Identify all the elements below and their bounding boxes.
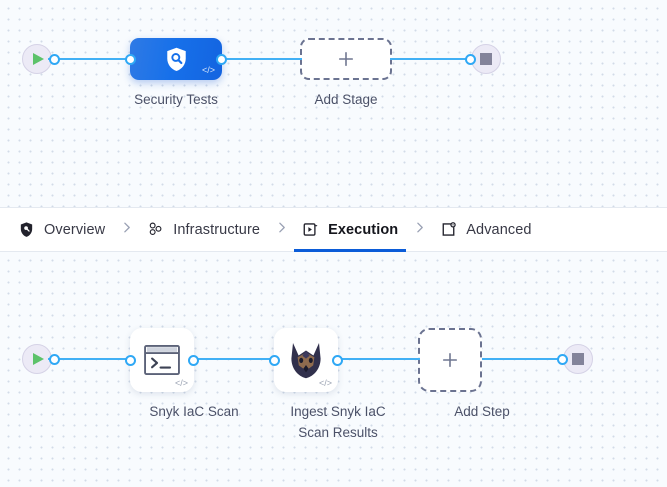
step1-output-port[interactable]	[188, 354, 199, 366]
step-label: Snyk IaC Scan	[149, 404, 239, 419]
tab-separator-3	[402, 221, 436, 239]
step-node-snyk-iac-scan[interactable]: </> Snyk IaC Scan	[125, 328, 239, 419]
step-card[interactable]: </>	[274, 328, 338, 392]
add-stage-label: Add Stage	[314, 92, 378, 107]
chevron-right-icon	[278, 222, 285, 232]
tab-advanced-label: Advanced	[466, 221, 532, 238]
steps-start-output-port[interactable]	[49, 353, 60, 365]
nodes-cluster-icon	[149, 222, 162, 236]
edge-addstep-to-end	[482, 358, 564, 361]
edge-start-to-step1	[48, 358, 132, 361]
step1-input-port[interactable]	[125, 354, 136, 366]
add-stage-node[interactable]: Add Stage	[300, 38, 392, 107]
edge-step1-to-step2	[194, 358, 278, 361]
pipeline-end-node[interactable]	[465, 44, 501, 74]
pipeline-tabs: Overview Infrastructure	[0, 207, 667, 252]
step-canvas[interactable]: </> Snyk IaC Scan </> Ingest Sn	[0, 252, 667, 487]
start-output-port[interactable]	[49, 53, 60, 65]
tab-execution-label: Execution	[328, 221, 399, 238]
start-circle	[22, 44, 52, 74]
step-label: Ingest Snyk IaC Scan Results	[290, 404, 386, 440]
play-icon	[33, 353, 44, 365]
end-input-port[interactable]	[465, 53, 476, 65]
stage-node-security-tests[interactable]: </> Security Tests	[125, 38, 227, 107]
add-step-label: Add Step	[454, 404, 510, 419]
gear-box-icon	[442, 222, 456, 236]
steps-start-node[interactable]	[22, 344, 60, 374]
edge-stage-to-addstage	[222, 58, 302, 61]
add-step-node[interactable]: Add Step	[418, 328, 510, 419]
pipeline-start-node[interactable]	[22, 44, 60, 74]
stage-card[interactable]: </>	[130, 38, 222, 80]
step-node-ingest-snyk-results[interactable]: </> Ingest Snyk IaC Scan Results	[269, 328, 386, 440]
add-stage-button[interactable]	[300, 38, 392, 80]
stage-output-port[interactable]	[216, 53, 227, 65]
stop-icon	[480, 53, 492, 65]
steps-end-input-port[interactable]	[557, 353, 568, 365]
code-badge: </>	[201, 65, 215, 75]
stage-input-port[interactable]	[125, 53, 136, 65]
step2-output-port[interactable]	[332, 354, 343, 366]
edge-addstage-to-end	[390, 58, 472, 61]
step2-input-port[interactable]	[269, 354, 280, 366]
shield-magnifier-icon	[166, 47, 186, 71]
play-icon	[33, 53, 44, 65]
tab-execution[interactable]: Execution	[294, 208, 407, 252]
stage-canvas[interactable]: </> Security Tests Add Stage	[0, 0, 667, 207]
code-badge: </>	[318, 378, 332, 388]
play-box-icon	[303, 223, 318, 236]
stage-label: Security Tests	[134, 92, 218, 107]
tab-infrastructure-label: Infrastructure	[173, 221, 261, 238]
tab-separator-2	[264, 221, 298, 239]
shield-icon	[20, 222, 33, 237]
step-card[interactable]: </>	[130, 328, 194, 392]
plus-icon	[442, 352, 458, 368]
tab-infrastructure[interactable]: Infrastructure	[143, 208, 264, 252]
edge-step2-to-addstep	[338, 358, 420, 361]
tab-overview[interactable]: Overview	[14, 208, 109, 252]
tab-advanced[interactable]: Advanced	[436, 208, 535, 252]
plus-icon	[338, 51, 354, 67]
snyk-dog-icon	[291, 343, 321, 379]
terminal-icon	[144, 344, 180, 376]
chevron-right-icon	[123, 222, 130, 232]
end-circle	[471, 44, 501, 74]
tab-separator-1	[109, 221, 143, 239]
chevron-right-icon	[416, 222, 423, 232]
code-badge: </>	[174, 378, 188, 388]
steps-end-node[interactable]	[557, 344, 593, 374]
tab-overview-label: Overview	[44, 221, 106, 238]
add-step-button[interactable]	[418, 328, 482, 392]
edge-start-to-stage	[48, 58, 134, 61]
stop-icon	[572, 353, 584, 365]
